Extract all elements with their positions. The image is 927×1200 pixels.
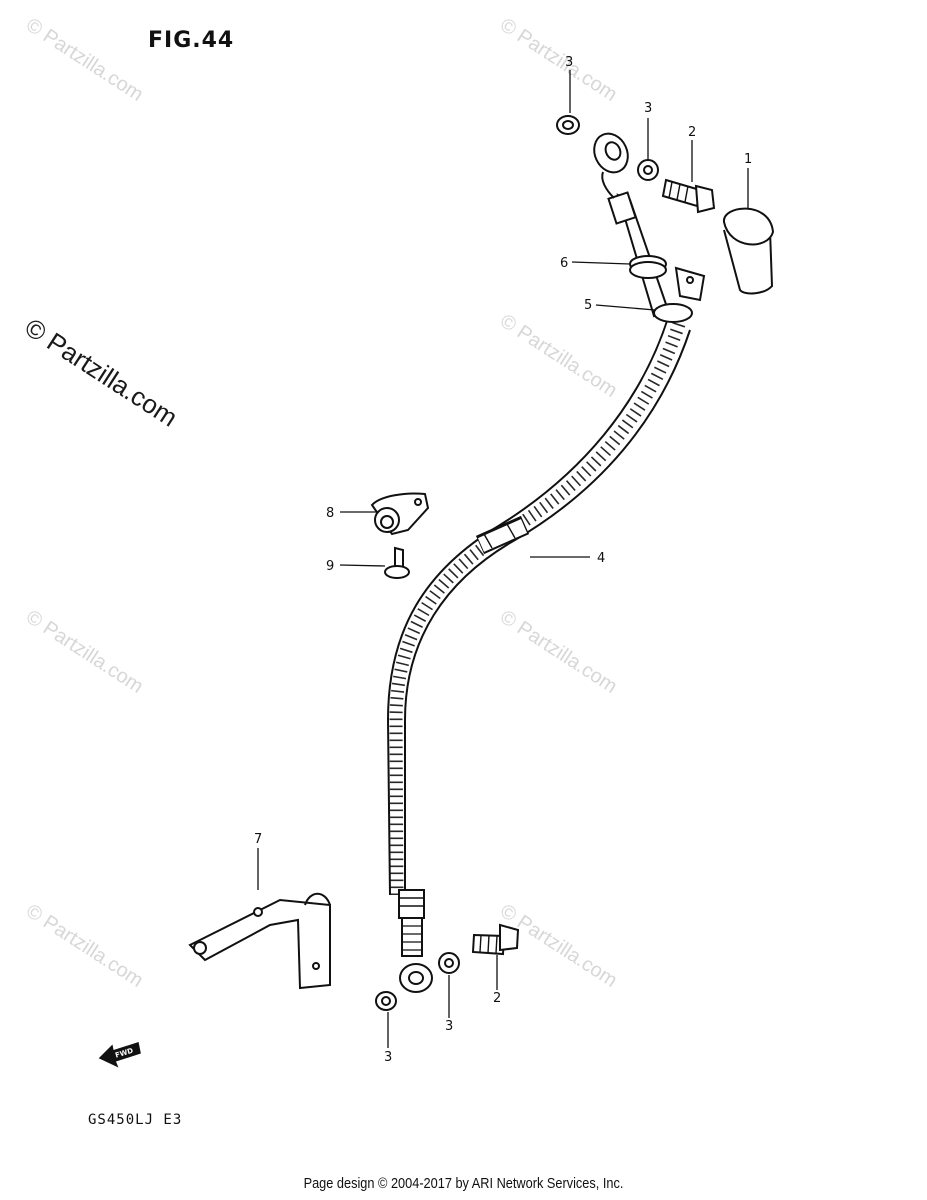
washer-bottom-left[interactable] [375, 991, 397, 1011]
callout-4: 4 [597, 551, 605, 566]
hose-clamp-small[interactable] [370, 492, 430, 536]
washer-top-left[interactable] [556, 115, 580, 135]
diagram-drawing: 3 3 2 1 6 5 4 8 9 7 2 3 3 FWD [98, 55, 775, 1068]
callout-3-bottom-left: 3 [384, 1050, 392, 1065]
hose-bracket[interactable] [188, 892, 331, 990]
clamp-screw[interactable] [384, 546, 410, 579]
callout-3-bottom-right: 3 [445, 1019, 453, 1034]
callout-9: 9 [326, 559, 334, 574]
page-footer: Page design © 2004-2017 by ARI Network S… [303, 1175, 624, 1192]
union-bolt-top[interactable] [661, 178, 716, 214]
bleeder-cap[interactable] [723, 207, 775, 295]
callout-5: 5 [584, 298, 592, 313]
forward-arrow-icon: FWD [98, 1042, 141, 1068]
callout-3-top-left: 3 [565, 55, 573, 70]
leader-lines [257, 70, 749, 1048]
callout-8: 8 [326, 506, 334, 521]
hose-clamp[interactable] [653, 266, 706, 323]
model-code: GS450LJ E3 [88, 1112, 183, 1128]
grommet[interactable] [629, 255, 667, 279]
callout-3-top-right: 3 [644, 101, 652, 116]
figure-title: FIG.44 [148, 28, 235, 53]
callout-1: 1 [744, 152, 752, 167]
washer-top-right[interactable] [637, 159, 659, 181]
callout-2-bottom: 2 [493, 991, 501, 1006]
callout-2-top: 2 [688, 125, 696, 140]
callout-6: 6 [560, 256, 568, 271]
union-bolt-bottom[interactable] [471, 923, 520, 956]
callout-7: 7 [254, 832, 262, 847]
washer-bottom-right[interactable] [438, 952, 460, 974]
